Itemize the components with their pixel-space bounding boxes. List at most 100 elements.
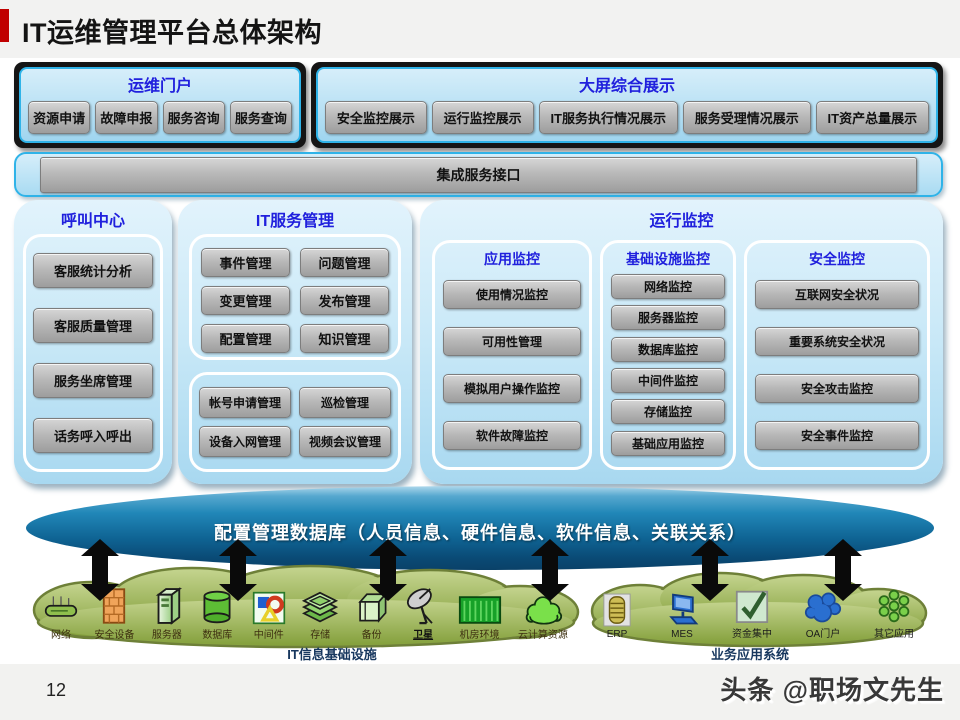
security-monitoring-box: 安全监控 互联网安全状况 重要系统安全状况 安全攻击监控 安全事件监控 <box>744 240 930 470</box>
it-service-button[interactable]: 变更管理 <box>201 286 290 315</box>
business-cloud: ERP MES 资金集中 <box>588 567 928 649</box>
portal-title: 运维门户 <box>127 78 192 95</box>
app-monitoring-button[interactable]: 软件故障监控 <box>443 421 581 450</box>
business-item: ERP <box>602 592 632 640</box>
infra-item: 备份 <box>355 589 389 641</box>
infrastructure-cloud: 网络 安全设备 服务器 <box>30 560 582 650</box>
infra-item: 安全设备 <box>94 587 134 641</box>
double-arrow-icon <box>219 539 257 601</box>
cmdb-label: 配置管理数据库（人员信息、硬件信息、软件信息、关联关系） <box>214 523 746 543</box>
app-monitoring-title: 应用监控 <box>484 251 540 267</box>
page-number: 12 <box>46 680 67 700</box>
router-icon <box>44 596 78 617</box>
call-center-button[interactable]: 客服质量管理 <box>33 308 153 343</box>
infra-monitoring-title: 基础设施监控 <box>626 251 710 267</box>
portal-button[interactable]: 服务查询 <box>229 101 292 134</box>
security-monitoring-button[interactable]: 安全事件监控 <box>755 421 919 450</box>
oa-portal-icon <box>804 592 842 623</box>
database-icon <box>203 590 231 624</box>
footer <box>0 664 960 720</box>
app-monitoring-button[interactable]: 使用情况监控 <box>443 280 581 309</box>
security-monitoring-button[interactable]: 重要系统安全状况 <box>755 327 919 356</box>
infra-item: 卫星 <box>405 587 441 641</box>
infra-monitoring-button[interactable]: 中间件监控 <box>611 368 725 394</box>
storage-icon <box>302 591 339 623</box>
it-service-button[interactable]: 巡检管理 <box>299 387 391 418</box>
infra-item: 存储 <box>302 591 339 641</box>
cloud-resource-icon <box>525 596 563 625</box>
call-center-button[interactable]: 客服统计分析 <box>33 253 153 288</box>
infra-item: 中间件 <box>252 591 286 641</box>
it-service-button[interactable]: 事件管理 <box>201 248 290 277</box>
infra-item: 网络 <box>44 595 78 641</box>
portal-button[interactable]: 故障申报 <box>95 101 158 134</box>
business-item: 资金集中 <box>732 588 772 640</box>
infra-monitoring-button[interactable]: 数据库监控 <box>611 336 725 362</box>
funds-check-icon <box>735 590 769 623</box>
infra-monitoring-box: 基础设施监控 网络监控 服务器监控 数据库监控 中间件监控 存储监控 基础应用监… <box>600 240 736 470</box>
red-accent-bar <box>0 9 9 42</box>
page-title: IT运维管理平台总体架构 <box>22 18 322 48</box>
business-caption: 业务应用系统 <box>710 647 789 662</box>
infra-monitoring-button[interactable]: 服务器监控 <box>611 305 725 331</box>
it-service-button[interactable]: 配置管理 <box>201 324 290 353</box>
firewall-icon <box>103 588 126 624</box>
it-service-button[interactable]: 发布管理 <box>300 286 389 315</box>
portal-button[interactable]: 服务咨询 <box>162 101 225 134</box>
dashboard-button[interactable]: 安全监控展示 <box>325 101 427 134</box>
middleware-icon <box>252 591 285 625</box>
mes-icon <box>669 593 699 625</box>
portal-section: 运维门户 资源申请 故障申报 服务咨询 服务查询 <box>14 62 306 148</box>
business-item: OA门户 <box>804 590 842 640</box>
portal-button[interactable]: 资源申请 <box>28 101 91 134</box>
server-room-icon <box>458 596 501 624</box>
it-service-button[interactable]: 视频会议管理 <box>299 426 391 457</box>
double-arrow-icon <box>369 539 407 601</box>
server-icon <box>155 587 182 625</box>
infra-monitoring-button[interactable]: 网络监控 <box>611 274 725 300</box>
double-arrow-icon <box>531 539 569 601</box>
infra-item: 数据库 <box>199 589 235 641</box>
monitoring-title: 运行监控 <box>649 213 714 230</box>
security-monitoring-button[interactable]: 安全攻击监控 <box>755 374 919 403</box>
satellite-icon <box>407 588 433 625</box>
it-service-title: IT服务管理 <box>255 213 335 230</box>
business-item: MES <box>664 592 700 640</box>
cmdb-band: 配置管理数据库（人员信息、硬件信息、软件信息、关联关系） <box>26 486 934 570</box>
dashboard-section: 大屏综合展示 安全监控展示 运行监控展示 IT服务执行情况展示 服务受理情况展示… <box>311 62 943 148</box>
integration-layer: 集成服务接口 <box>14 152 943 197</box>
call-center-title: 呼叫中心 <box>60 213 125 230</box>
security-monitoring-button[interactable]: 互联网安全状况 <box>755 280 919 309</box>
integration-bar: 集成服务接口 <box>40 156 917 193</box>
infra-monitoring-button[interactable]: 存储监控 <box>611 399 725 425</box>
double-arrow-icon <box>691 539 729 601</box>
header: IT运维管理平台总体架构 <box>0 0 960 58</box>
watermark: 头条 @职场文先生 <box>720 675 944 705</box>
it-service-button[interactable]: 设备入网管理 <box>199 426 291 457</box>
call-center-button[interactable]: 服务坐席管理 <box>33 363 153 398</box>
call-center-panel: 呼叫中心 客服统计分析 客服质量管理 服务坐席管理 话务呼入呼出 <box>14 200 172 484</box>
it-service-button[interactable]: 知识管理 <box>300 324 389 353</box>
infra-item: 机房环境 <box>458 595 502 641</box>
security-monitoring-title: 安全监控 <box>809 251 865 267</box>
infrastructure-caption: IT信息基础设施 <box>287 647 377 662</box>
dashboard-button[interactable]: 运行监控展示 <box>431 101 534 134</box>
other-apps-icon <box>878 589 910 623</box>
double-arrow-icon <box>81 539 119 601</box>
dashboard-button[interactable]: IT服务执行情况展示 <box>538 101 678 134</box>
app-monitoring-button[interactable]: 模拟用户操作监控 <box>443 374 581 403</box>
monitoring-panel: 运行监控 应用监控 使用情况监控 可用性管理 模拟用户操作监控 软件故障监控 基… <box>420 200 943 484</box>
infra-monitoring-button[interactable]: 基础应用监控 <box>611 430 725 456</box>
dashboard-button[interactable]: 服务受理情况展示 <box>682 101 811 134</box>
infra-item: 服务器 <box>151 587 183 641</box>
dashboard-title: 大屏综合展示 <box>578 78 675 95</box>
dashboard-button[interactable]: IT资产总量展示 <box>815 101 929 134</box>
app-monitoring-button[interactable]: 可用性管理 <box>443 327 581 356</box>
it-service-button[interactable]: 问题管理 <box>300 248 389 277</box>
it-service-panel: IT服务管理 事件管理 问题管理 变更管理 发布管理 配置管理 知识管理 帐号申… <box>178 200 412 484</box>
it-service-button[interactable]: 帐号申请管理 <box>199 387 291 418</box>
infra-item: 云计算资源 <box>518 595 568 641</box>
double-arrow-icon <box>824 539 862 601</box>
call-center-button[interactable]: 话务呼入呼出 <box>33 418 153 453</box>
